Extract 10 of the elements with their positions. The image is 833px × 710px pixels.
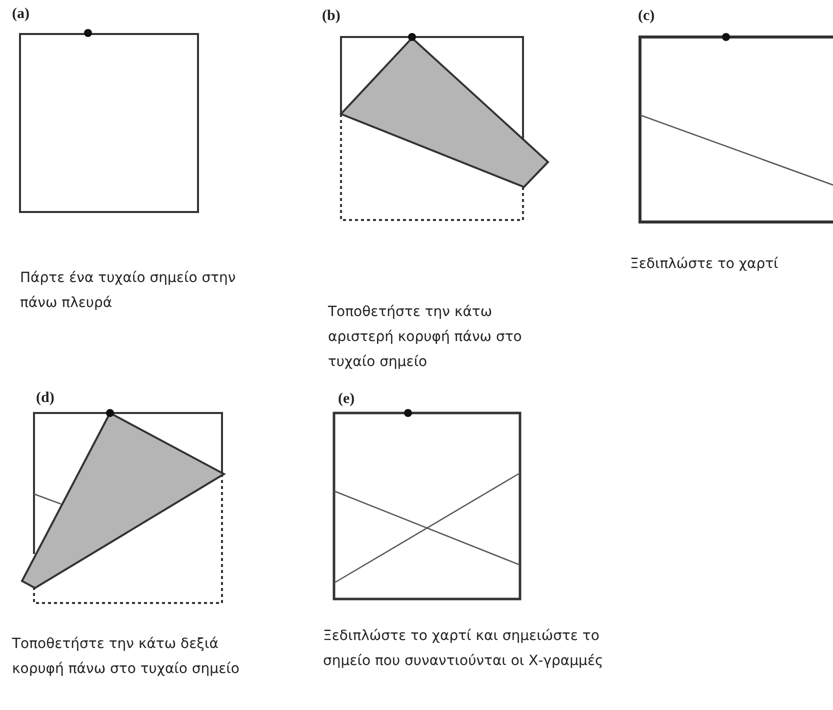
panel-letter: (b): [322, 8, 340, 25]
panel-letter: (d): [36, 390, 54, 407]
instruction-text: Ξεδιπλώστε το χαρτί: [630, 255, 780, 274]
instruction-text: Ξεδιπλώστε το χαρτί και σημειώστε το σημείο που συναντιούνται οι Χ-γραμμές: [323, 627, 604, 671]
panel-letter: (a): [12, 6, 30, 23]
instruction-text: Πάρτε ένα τυχαίο σημείο στην πάνω πλευρά: [20, 269, 237, 313]
panel-letter: (e): [338, 391, 355, 408]
instruction-text: Τοποθετήστε την κάτω δεξιά κορυφή πάνω στο τυχαίο σημείο: [12, 635, 240, 679]
instruction-text: Τοποθετήστε την κάτω αριστερή κορυφή πάνω στο τυχαίο σημείο: [328, 303, 523, 372]
panel-letter: (c): [638, 8, 655, 25]
